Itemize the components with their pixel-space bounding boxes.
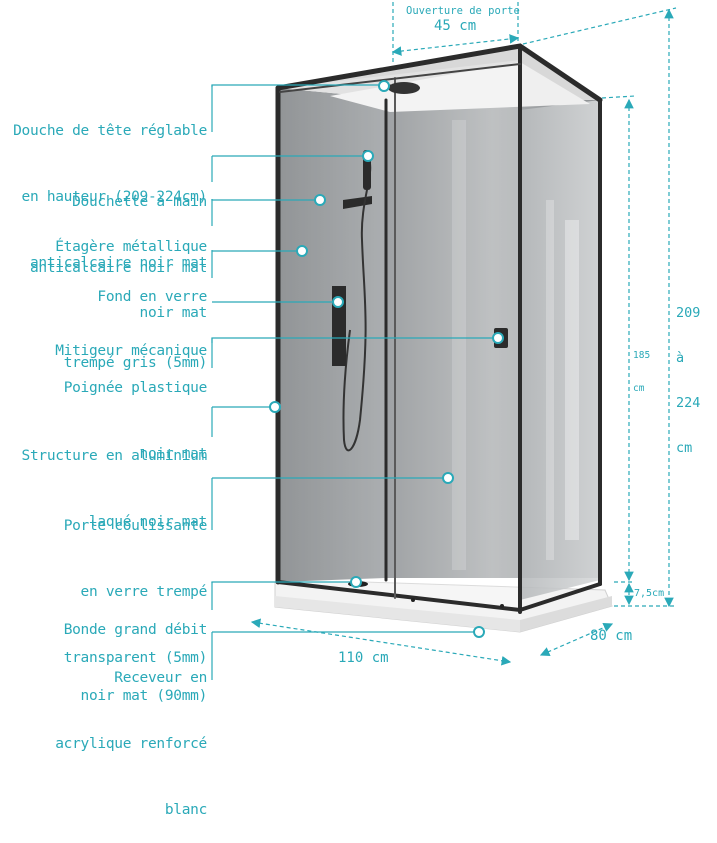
total-height-line: 209 <box>676 305 701 321</box>
label-structure: Structure en aluminium laqué noir mat <box>21 401 208 555</box>
label-line: transparent (5mm) <box>63 650 208 666</box>
width-dimension: 110 cm <box>338 650 389 666</box>
label-hand-shower: Douchette à main anticalcaire noir mat <box>30 147 207 301</box>
callout-hand-shower <box>362 150 374 162</box>
callout-door <box>442 472 454 484</box>
inner-height-line: cm <box>633 383 645 394</box>
label-line: Fond en verre <box>97 289 207 305</box>
label-line: Étagère métallique <box>55 239 207 255</box>
callout-glass-back <box>296 245 308 257</box>
callout-tray <box>473 626 485 638</box>
glass-enclosure <box>278 46 600 610</box>
label-drain: Bonde grand débit noir mat (90mm) <box>63 575 208 729</box>
label-shelf: Étagère métallique noir mat <box>55 192 207 346</box>
label-line: noir mat <box>139 446 208 462</box>
door-opening-title: Ouverture de porte <box>406 5 520 17</box>
label-line: Poignée plastique <box>63 380 208 396</box>
label-line: blanc <box>164 802 207 818</box>
label-line: noir mat <box>139 305 208 321</box>
aluminium-frame <box>275 43 603 614</box>
callout-shelf <box>314 194 326 206</box>
label-line: Douche de tête réglable <box>13 123 207 139</box>
total-height: 209 à 224 cm <box>676 276 700 471</box>
callout-head-shower <box>378 80 390 92</box>
label-glass-back: Fond en verre trempé gris (5mm) <box>63 242 208 396</box>
door-opening-value: 45 cm <box>434 18 477 34</box>
inner-height: 185 cm <box>633 328 650 405</box>
callout-handle <box>492 332 504 344</box>
label-line: Structure en aluminium <box>21 448 208 464</box>
label-tray: Receveur en acrylique renforcé blanc <box>55 623 207 843</box>
label-line: en hauteur (209-224cm) <box>21 189 208 205</box>
label-line: laqué noir mat <box>88 514 207 530</box>
label-handle: Poignée plastique noir mat <box>63 333 208 487</box>
label-line: Receveur en <box>114 670 207 686</box>
total-height-line: 224 <box>676 395 701 411</box>
label-line: trempé gris (5mm) <box>63 355 208 371</box>
label-line: en verre trempé <box>80 584 208 600</box>
label-line: noir mat (90mm) <box>80 688 208 704</box>
label-head-shower: Douche de tête réglable en hauteur (209-… <box>13 76 207 296</box>
label-line: anticalcaire noir mat <box>29 260 207 276</box>
label-line: Douchette à main <box>72 194 207 210</box>
tray-height: 7,5cm <box>634 588 665 599</box>
total-height-line: à <box>676 350 685 366</box>
label-line: Porte coulissante <box>63 518 208 534</box>
depth-dimension: 80 cm <box>590 628 633 644</box>
total-height-line: cm <box>676 440 693 456</box>
label-line: acrylique renforcé <box>55 736 207 752</box>
dimension-lines <box>250 2 677 666</box>
callout-structure <box>269 401 281 413</box>
inner-height-line: 185 <box>633 350 651 361</box>
label-sliding-door: Porte coulissante en verre trempé transp… <box>63 471 208 691</box>
label-mixer: Mitigeur mécanique <box>55 296 207 384</box>
label-line: anticalcaire noir mat <box>29 255 207 271</box>
shower-diagram <box>211 2 677 680</box>
label-line: Bonde grand débit <box>63 622 208 638</box>
callout-mixer <box>332 296 344 308</box>
label-line: Mitigeur mécanique <box>55 343 207 359</box>
callout-drain <box>350 576 362 588</box>
